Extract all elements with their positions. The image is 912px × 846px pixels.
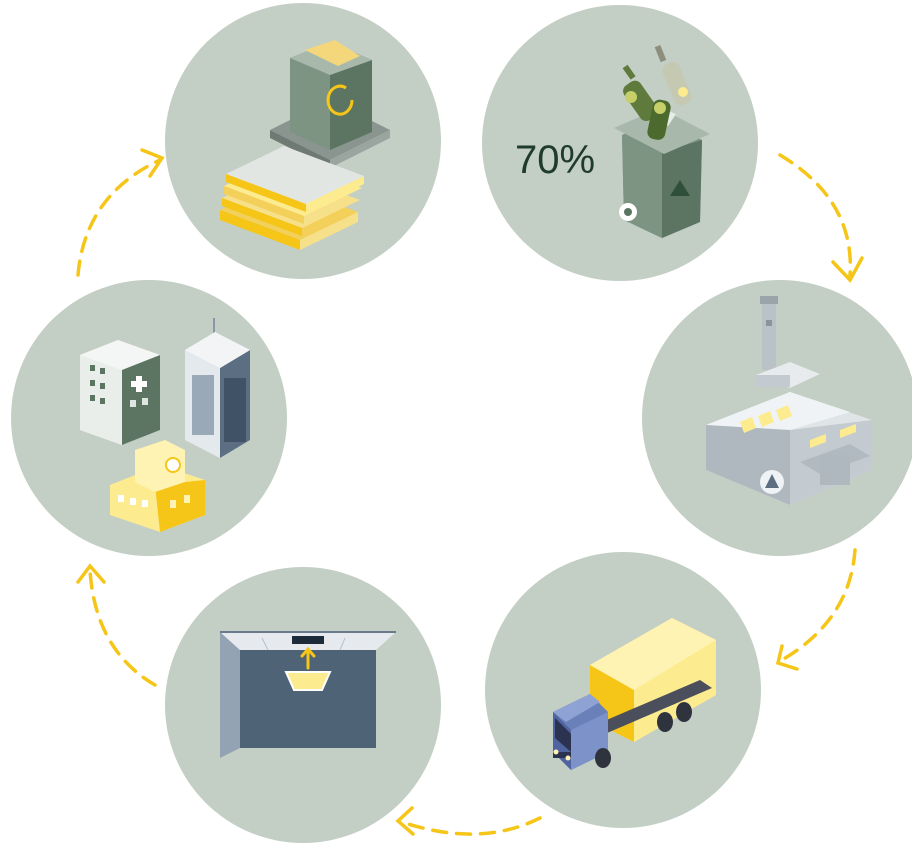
arrow-truck-to-ceiling [395,806,542,836]
insulation-bag-icon [220,40,390,250]
arrow-ceiling-to-buildings [76,563,157,687]
school-building [110,440,205,532]
recycling-percentage: 70% [515,138,595,182]
buildings-icon [80,318,250,532]
office-tower [185,318,250,458]
hospital-building [80,340,160,445]
glass-bottles [622,45,692,140]
truck-icon [553,618,716,770]
arrow-buildings-to-insulation [76,148,165,277]
arrow-bin-to-factory [778,153,864,283]
arrow-factory-to-truck [775,548,857,671]
factory-icon [706,296,872,505]
ceiling-icon [220,631,396,758]
cycle-arrows [76,148,864,836]
insulation-slabs [220,146,364,250]
recycling-bin-icon: 70% [515,45,710,238]
